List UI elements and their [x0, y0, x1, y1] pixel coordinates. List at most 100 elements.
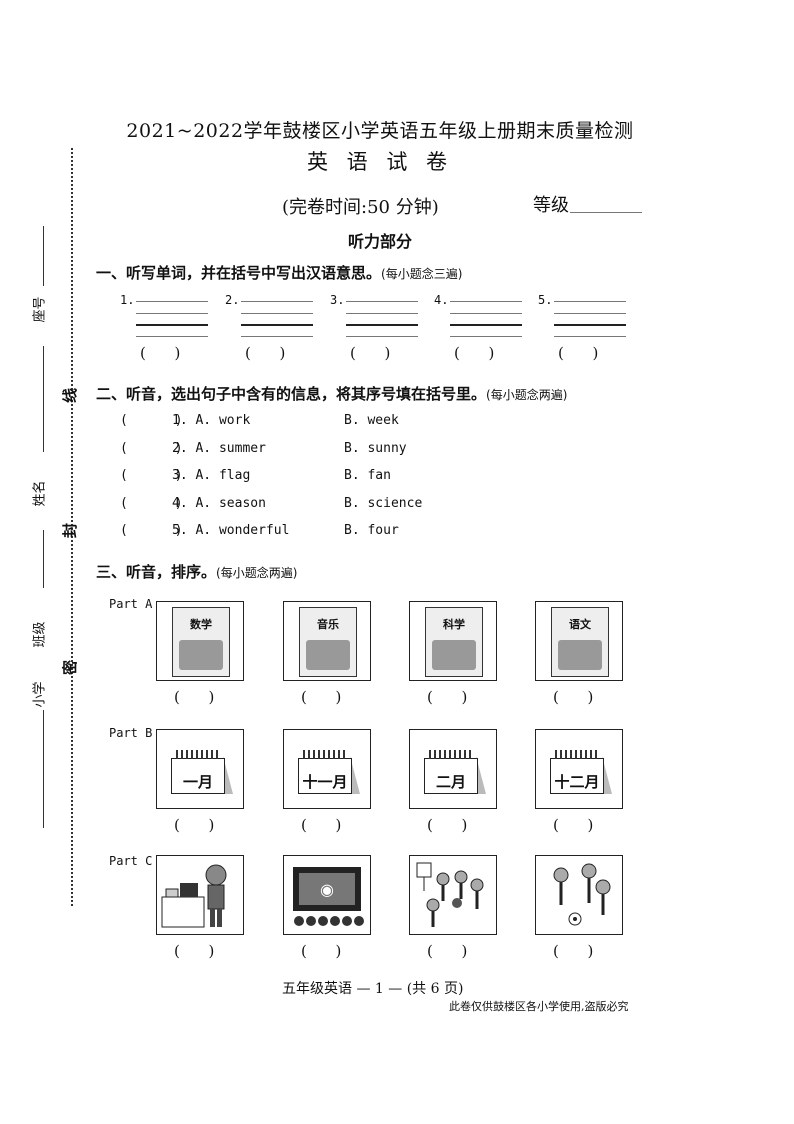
dictation-number: 3.	[330, 293, 345, 307]
activity-card	[409, 855, 497, 935]
book-card: 语文	[535, 601, 623, 681]
calendar-month: 一月	[182, 773, 213, 791]
order-paren[interactable]: ( )	[553, 688, 594, 706]
calendar-board: 十一月	[298, 758, 352, 794]
calendar-rings	[429, 750, 471, 759]
writing-line[interactable]	[241, 313, 313, 314]
grade-label: 等级	[533, 195, 569, 216]
book-cover-art	[306, 640, 350, 670]
answer-paren[interactable]: ( )	[120, 440, 183, 456]
writing-line[interactable]	[554, 313, 626, 314]
book-cover-art	[558, 640, 602, 670]
order-paren[interactable]: ( )	[553, 816, 594, 834]
calendar-stand	[476, 756, 486, 794]
writing-line[interactable]	[450, 301, 522, 302]
answer-paren[interactable]: ( )	[120, 495, 183, 511]
choice-b: B. week	[344, 413, 399, 428]
writing-line[interactable]	[450, 313, 522, 314]
section-3-note: (每小题念两遍)	[216, 566, 298, 580]
calendar-stand	[223, 756, 233, 794]
calendar-month: 十一月	[302, 773, 348, 791]
choice-b: B. fan	[344, 468, 391, 483]
book-card: 数学	[156, 601, 244, 681]
calendar-icon: 十二月	[550, 750, 612, 794]
exam-time: (完卷时间:50 分钟)	[282, 197, 439, 218]
section-2-note: (每小题念两遍)	[486, 388, 568, 402]
answer-paren[interactable]: ( )	[120, 523, 183, 538]
calendar-stand	[602, 756, 612, 794]
choice-a: 3. A. flag	[172, 468, 251, 483]
seat-label: 座号	[32, 296, 48, 323]
meaning-paren[interactable]: ( )	[558, 344, 599, 362]
order-paren[interactable]: ( )	[301, 688, 342, 706]
order-paren[interactable]: ( )	[427, 688, 468, 706]
part-c-label: Part C	[109, 854, 153, 868]
copyright-notice: 此卷仅供鼓楼区各小学使用,盗版必究	[449, 1000, 629, 1013]
seal-char-secret: 密	[61, 659, 80, 676]
section-1-title: 一、听写单词，并在括号中写出汉语意思。(每小题念三遍)	[96, 264, 463, 282]
calendar-rings	[303, 750, 345, 759]
order-paren[interactable]: ( )	[427, 816, 468, 834]
choice-a: 4. A. season	[172, 495, 266, 511]
writing-line[interactable]	[136, 313, 208, 314]
choice-a: 2. A. summer	[172, 440, 266, 456]
writing-line[interactable]	[450, 324, 522, 326]
seal-char-line: 线	[61, 387, 80, 404]
activity-card: ◉	[283, 855, 371, 935]
choice-a: 1. A. work	[172, 413, 251, 428]
book-card: 科学	[409, 601, 497, 681]
writing-line[interactable]	[241, 336, 313, 337]
book-title: 语文	[569, 618, 591, 631]
meaning-paren[interactable]: ( )	[454, 344, 495, 362]
writing-line[interactable]	[346, 301, 418, 302]
seal-dotted-line	[71, 148, 73, 906]
name-line	[43, 346, 44, 452]
order-paren[interactable]: ( )	[553, 942, 594, 960]
book-icon: 语文	[551, 607, 609, 677]
book-title: 数学	[190, 618, 212, 631]
writing-line[interactable]	[136, 301, 208, 302]
dictation-number: 1.	[120, 293, 135, 307]
calendar-card: 十一月	[283, 729, 371, 809]
book-icon: 音乐	[299, 607, 357, 677]
writing-line[interactable]	[136, 324, 208, 326]
calendar-icon: 十一月	[298, 750, 360, 794]
writing-line[interactable]	[450, 336, 522, 337]
meaning-paren[interactable]: ( )	[140, 344, 181, 362]
answer-paren[interactable]: ( )	[120, 413, 183, 428]
calendar-board: 二月	[424, 758, 478, 794]
order-paren[interactable]: ( )	[301, 816, 342, 834]
activity-card	[535, 855, 623, 935]
svg-text:◉: ◉	[320, 880, 334, 899]
calendar-month: 二月	[435, 773, 466, 791]
order-paren[interactable]: ( )	[174, 942, 215, 960]
dictation-number: 4.	[434, 293, 449, 307]
page-footer: 五年级英语 — 1 — (共 6 页)	[282, 981, 464, 997]
writing-line[interactable]	[346, 336, 418, 337]
book-title: 音乐	[317, 618, 339, 631]
writing-line[interactable]	[136, 336, 208, 337]
order-paren[interactable]: ( )	[301, 942, 342, 960]
order-paren[interactable]: ( )	[427, 942, 468, 960]
meaning-paren[interactable]: ( )	[245, 344, 286, 362]
meaning-paren[interactable]: ( )	[350, 344, 391, 362]
writing-line[interactable]	[554, 324, 626, 326]
basketball-kids-icon	[411, 857, 495, 937]
film-icon: ◉	[285, 857, 369, 937]
order-paren[interactable]: ( )	[174, 816, 215, 834]
writing-line[interactable]	[346, 313, 418, 314]
order-paren[interactable]: ( )	[174, 688, 215, 706]
writing-line[interactable]	[241, 324, 313, 326]
writing-line[interactable]	[554, 301, 626, 302]
book-cover-art	[179, 640, 223, 670]
writing-line[interactable]	[554, 336, 626, 337]
writing-line[interactable]	[346, 324, 418, 326]
grade-blank[interactable]	[570, 212, 642, 213]
book-title: 科学	[443, 618, 465, 631]
choice-b: B. science	[344, 495, 423, 511]
calendar-board: 十二月	[550, 758, 604, 794]
writing-line[interactable]	[241, 301, 313, 302]
exam-title: 2021~2022学年鼓楼区小学英语五年级上册期末质量检测	[126, 120, 634, 142]
answer-paren[interactable]: ( )	[120, 468, 183, 483]
calendar-card: 一月	[156, 729, 244, 809]
